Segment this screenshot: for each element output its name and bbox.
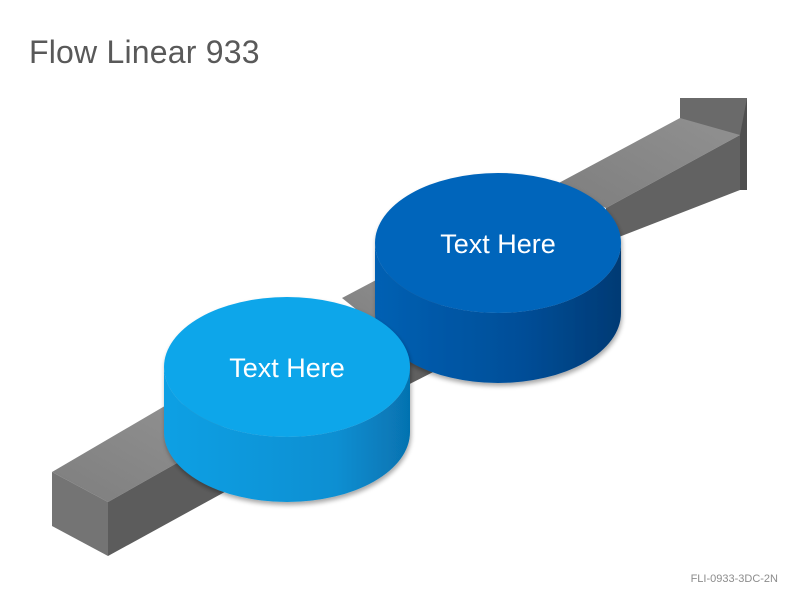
- step-disc-1-top: [164, 297, 410, 437]
- arrow-far-segment: [555, 98, 747, 242]
- footer-code: FLI-0933-3DC-2N: [690, 573, 778, 585]
- step-label-1: Text Here: [229, 353, 345, 383]
- arrowhead-tip-face: [740, 98, 747, 190]
- step-disc-1-side: [164, 367, 410, 502]
- slide-title: Flow Linear 933: [29, 34, 260, 70]
- step-disc-2-top: [375, 173, 621, 313]
- step-disc-1: Text Here: [164, 297, 410, 502]
- arrow-far-top-face: [555, 98, 747, 208]
- arrow-tail-front-face: [52, 472, 108, 556]
- step-label-2: Text Here: [440, 229, 556, 259]
- step-disc-2: Text Here: [375, 173, 621, 383]
- arrow-far-side-face: [606, 135, 740, 242]
- arrowhead-icon: [680, 98, 747, 190]
